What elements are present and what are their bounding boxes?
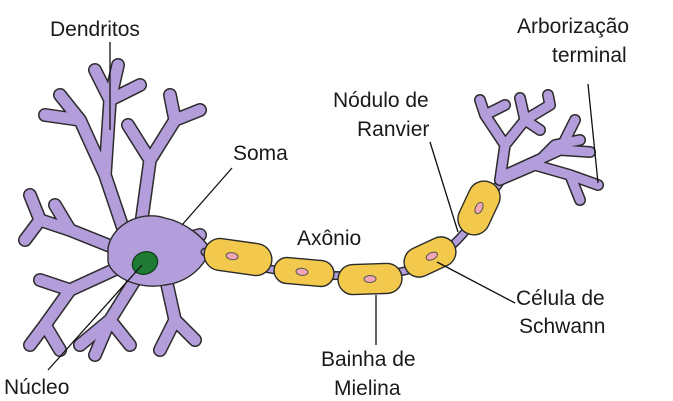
label-myelin-line1: Bainha de xyxy=(321,348,416,371)
label-ranvier-line1: Nódulo de xyxy=(333,89,429,112)
axon-terminal xyxy=(480,95,598,200)
ranvier-leader xyxy=(430,142,458,232)
label-dendrites: Dendritos xyxy=(50,18,140,41)
dendrites xyxy=(25,65,200,355)
label-schwann-line1: Célula de xyxy=(516,287,605,310)
label-schwann-line2: Schwann xyxy=(519,315,605,338)
label-axon: Axônio xyxy=(297,227,361,250)
label-terminal-line2: terminal xyxy=(552,44,627,67)
terminal-leader xyxy=(588,84,598,183)
schwann-leader xyxy=(437,262,515,303)
label-nucleus: Núcleo xyxy=(4,376,69,399)
label-ranvier-line2: Ranvier xyxy=(357,118,429,141)
label-terminal-line1: Arborização xyxy=(517,15,629,38)
soma-body xyxy=(108,216,210,286)
soma-leader xyxy=(182,168,232,225)
label-myelin-line2: Mielina xyxy=(334,377,401,400)
label-soma: Soma xyxy=(233,142,288,165)
